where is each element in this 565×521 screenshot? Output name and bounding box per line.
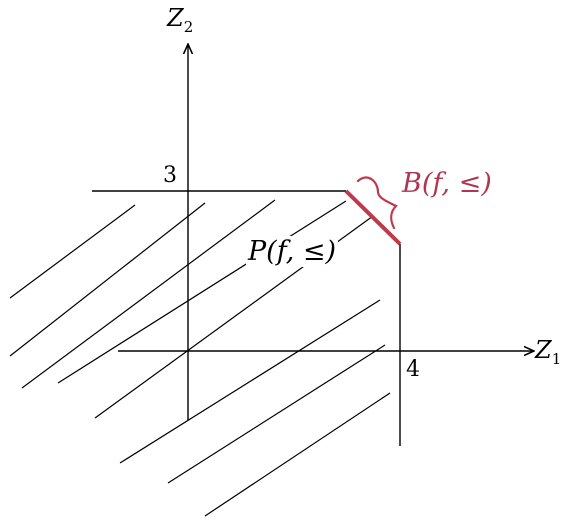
region-mask-top bbox=[0, 0, 565, 191]
x-tick-label: 4 bbox=[406, 357, 420, 382]
efficient-boundary bbox=[344, 189, 402, 246]
boundary-brace bbox=[356, 176, 398, 230]
z1-axis-label: Z1 bbox=[535, 336, 562, 368]
z2-axis-label: Z2 bbox=[167, 4, 194, 36]
z1-subscript: 1 bbox=[551, 349, 562, 368]
z2-subscript: 2 bbox=[183, 17, 194, 36]
boundary-label: B(f, ≤) bbox=[402, 168, 492, 199]
y-tick-label: 3 bbox=[163, 163, 177, 188]
hatch-lines bbox=[9, 199, 396, 517]
feasible-region-label: P(f, ≤) bbox=[246, 236, 339, 267]
region-mask-right bbox=[400, 191, 565, 521]
